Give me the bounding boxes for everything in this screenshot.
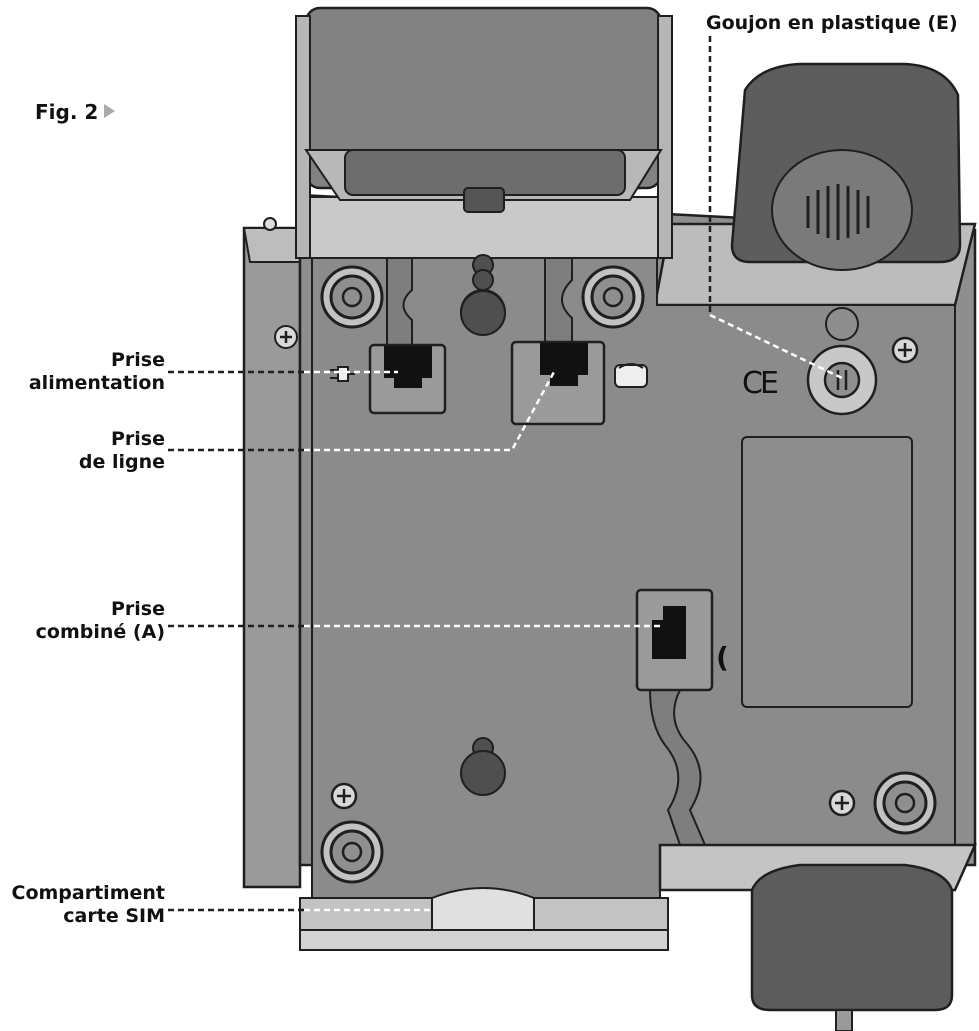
callout-line: alimentation [28,372,165,394]
screw-icon [320,820,384,884]
callout-line: de ligne [78,451,165,473]
handset-bottom [658,843,977,1031]
handset-top [730,62,962,271]
keyhole-slots [459,254,506,796]
screw-icon [581,265,645,329]
callout-line: Prise [110,598,165,620]
leader-lines [168,36,843,912]
callout-line: carte SIM [63,905,165,927]
telephone-icon [614,363,648,388]
power-plug-icon [330,366,355,382]
screw-icon [873,771,937,835]
triangle-right-icon [104,104,116,118]
line-jack [510,340,606,426]
callout-line: Prise [110,349,165,371]
handset-symbol-icon: ( [716,641,729,674]
figure-number: Fig. 2 [35,100,99,124]
callout-handset-jack: Prise combiné (A) [0,598,165,644]
callout-sim-compartment: Compartiment carte SIM [0,882,165,928]
cable-channels [386,257,707,846]
handset-jack [635,588,714,692]
left-side-rail [242,217,308,889]
callout-line-jack: Prise de ligne [0,428,165,474]
power-jack [368,343,447,415]
callout-line: Prise [110,428,165,450]
callout-line: Compartiment [11,882,165,904]
screw-icon [320,265,384,329]
callout-power-jack: Prise alimentation [0,349,165,395]
figure-label: Fig. 2 [35,100,116,124]
plastic-stud [806,307,878,416]
top-cover [295,6,673,259]
sim-tray [299,887,669,951]
ce-mark: CE [742,366,779,401]
screw-mounts [320,265,937,884]
callout-plastic-stud: Goujon en plastique (E) [706,12,958,34]
callout-line: combiné (A) [35,621,165,643]
